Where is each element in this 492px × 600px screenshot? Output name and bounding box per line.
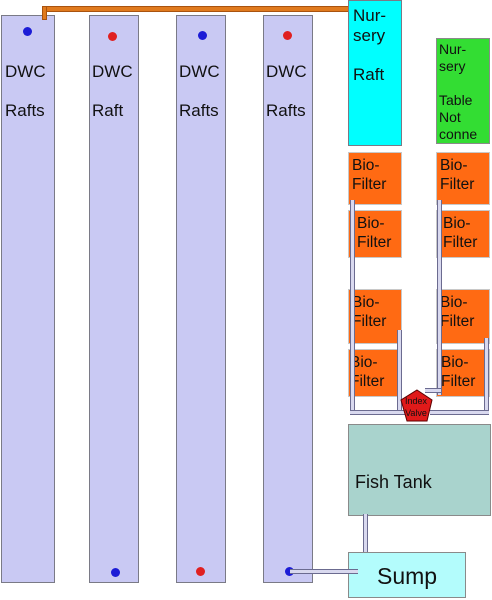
biofilter-left-4: Bio- Filter bbox=[348, 349, 402, 397]
biofilter-label-line1: Bio- bbox=[350, 354, 378, 371]
raft-label-line2: Rafts bbox=[5, 101, 45, 120]
raft-label-line2: Rafts bbox=[179, 101, 219, 120]
biofilter-label-line1: Bio- bbox=[440, 157, 468, 174]
biofilter-label-line2: Filter bbox=[440, 176, 475, 193]
biofilter-label-line2: Filter bbox=[441, 373, 476, 390]
nursery-table-line4: Not bbox=[439, 109, 461, 125]
index-valve-line2: Valve bbox=[405, 408, 427, 418]
nursery-table-line3: Table bbox=[439, 92, 473, 108]
top-inlet-dot bbox=[283, 31, 292, 40]
tank-drain-pipe bbox=[363, 514, 368, 554]
biofilter-left-1: Bio- Filter bbox=[348, 152, 402, 205]
sump: Sump bbox=[348, 552, 466, 598]
biofilter-label-line1: Bio- bbox=[352, 157, 380, 174]
biofilter-left-3: Bio- Filter bbox=[348, 289, 402, 344]
nursery-table-line1: Nur- bbox=[439, 41, 467, 57]
nursery-raft: Nur- sery Raft bbox=[348, 0, 402, 146]
valve-inlet-pipe-right bbox=[430, 410, 489, 415]
biofilter-label-line1: Bio- bbox=[443, 215, 471, 232]
biofilter-right-1: Bio- Filter bbox=[436, 152, 490, 205]
fish-tank-label: Fish Tank bbox=[355, 472, 432, 492]
biofilter-label-line1: Bio- bbox=[352, 294, 380, 311]
bottom-outlet-dot bbox=[285, 567, 294, 576]
fish-tank: Fish Tank bbox=[348, 424, 491, 516]
biofilter-label-line2: Filter bbox=[352, 313, 387, 330]
biofilter-label-line1: Bio- bbox=[441, 354, 469, 371]
nursery-table: Nur- sery Table Not conne bbox=[436, 38, 490, 144]
dwc-raft-4: DWC Rafts bbox=[263, 15, 313, 583]
index-valve-icon[interactable] bbox=[400, 389, 433, 422]
top-inlet-dot bbox=[108, 32, 117, 41]
raft-label-line2: Raft bbox=[92, 101, 124, 120]
valve-inlet-pipe-left bbox=[350, 410, 405, 415]
sump-label: Sump bbox=[377, 563, 438, 589]
biofilter-label-line2: Filter bbox=[350, 373, 385, 390]
top-inlet-dot bbox=[23, 27, 32, 36]
index-valve-line1: Index bbox=[405, 396, 428, 406]
raft-label-line1: DWC bbox=[5, 62, 46, 81]
biofilter-label-line1: Bio- bbox=[357, 215, 385, 232]
nursery-raft-line1: Nur- bbox=[353, 6, 387, 25]
bottom-outlet-dot bbox=[196, 567, 205, 576]
feed-pipe-drop bbox=[42, 6, 47, 20]
biofilter-left-2: Bio- Filter bbox=[348, 210, 402, 258]
raft-label-line1: DWC bbox=[92, 62, 133, 81]
raft-label-line2: Rafts bbox=[266, 101, 306, 120]
nursery-raft-line2: sery bbox=[353, 26, 386, 45]
raft-label-line1: DWC bbox=[266, 62, 307, 81]
biofilter-right-3: Bio- Filter bbox=[436, 289, 490, 344]
nursery-table-line2: sery bbox=[439, 58, 466, 74]
biofilter-pipe-left-outer bbox=[350, 200, 355, 415]
nursery-table-line5: conne bbox=[439, 126, 478, 142]
valve-outlet-pipe bbox=[425, 388, 441, 393]
biofilter-pipe-left-inner bbox=[397, 330, 402, 415]
biofilter-right-2: Bio- Filter bbox=[436, 210, 490, 258]
dwc-raft-3: DWC Rafts bbox=[176, 15, 226, 583]
biofilter-label-line2: Filter bbox=[352, 176, 387, 193]
nursery-raft-line3: Raft bbox=[353, 65, 385, 84]
biofilter-label-line2: Filter bbox=[443, 234, 478, 251]
biofilter-pipe-right-outer bbox=[484, 338, 489, 415]
top-inlet-dot bbox=[198, 31, 207, 40]
biofilter-right-4: Bio- Filter bbox=[436, 349, 490, 397]
dwc-raft-2: DWC Raft bbox=[89, 15, 139, 583]
sump-return-pipe bbox=[290, 569, 358, 574]
bottom-outlet-dot bbox=[111, 568, 120, 577]
biofilter-label-line2: Filter bbox=[357, 234, 392, 251]
biofilter-label-line2: Filter bbox=[440, 313, 475, 330]
raft-label-line1: DWC bbox=[179, 62, 220, 81]
dwc-raft-1: DWC Rafts bbox=[1, 15, 55, 583]
biofilter-pipe-right-inner bbox=[437, 200, 442, 395]
biofilter-label-line1: Bio- bbox=[440, 294, 468, 311]
